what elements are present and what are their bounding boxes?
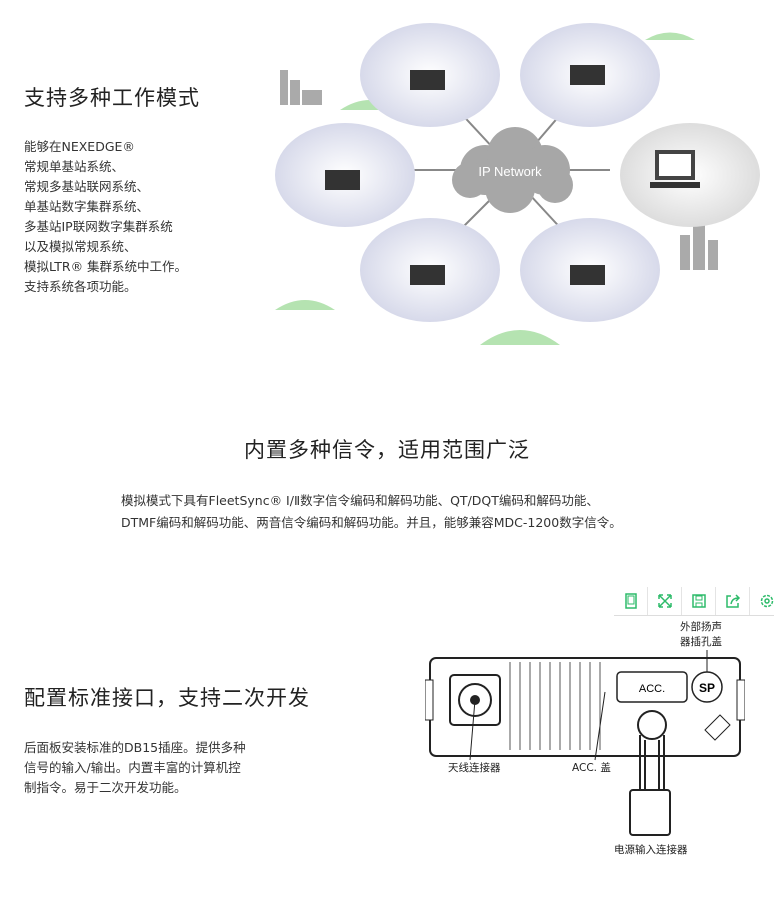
speaker-jack-label: 外部扬声器插孔盖 bbox=[680, 620, 722, 650]
image-toolbar bbox=[614, 587, 774, 616]
sp-text: SP bbox=[699, 681, 715, 695]
save-button[interactable] bbox=[682, 587, 716, 615]
label-line: 外部扬声 bbox=[680, 621, 722, 633]
tablet-icon bbox=[624, 593, 637, 609]
acc-cover-label: ACC. 盖 bbox=[572, 762, 611, 774]
text-line: 支持系统各项功能。 bbox=[24, 279, 137, 294]
network-diagram: IP Network bbox=[275, 23, 760, 345]
section1-text: 能够在NEXEDGE® 常规单基站系统、 常规多基站联网系统、 单基站数字集群系… bbox=[24, 137, 187, 297]
text-line: 常规多基站联网系统、 bbox=[24, 179, 150, 194]
text-line: 模拟LTR® 集群系统中工作。 bbox=[24, 259, 188, 274]
text-line: 模拟模式下具有FleetSync® Ⅰ/Ⅱ数字信令编码和解码功能、QT/DQT编… bbox=[121, 493, 599, 508]
share-button[interactable] bbox=[716, 587, 750, 615]
text-line: 以及模拟常规系统、 bbox=[24, 239, 137, 254]
power-connector-label: 电源输入连接器 bbox=[614, 844, 688, 856]
antenna-connector-label: 天线连接器 bbox=[448, 762, 501, 774]
section2-text: 模拟模式下具有FleetSync® Ⅰ/Ⅱ数字信令编码和解码功能、QT/DQT编… bbox=[121, 490, 622, 534]
text-line: 多基站IP联网数字集群系统 bbox=[24, 219, 173, 234]
acc-cover-text: ACC. bbox=[639, 683, 665, 695]
tablet-button[interactable] bbox=[614, 587, 648, 615]
text-line: 常规单基站系统、 bbox=[24, 159, 125, 174]
expand-icon bbox=[657, 594, 672, 608]
section1-title: 支持多种工作模式 bbox=[24, 86, 200, 110]
text-line: 制指令。易于二次开发功能。 bbox=[24, 780, 187, 795]
settings-button[interactable] bbox=[750, 587, 774, 615]
section2-title: 内置多种信令，适用范围广泛 bbox=[244, 438, 530, 462]
section3-text: 后面板安装标准的DB15插座。提供多种 信号的输入/输出。内置丰富的计算机控 制… bbox=[24, 738, 246, 798]
text-line: 单基站数字集群系统、 bbox=[24, 199, 150, 214]
label-line: 器插孔盖 bbox=[680, 636, 722, 648]
section3-title: 配置标准接口，支持二次开发 bbox=[24, 686, 310, 710]
expand-button[interactable] bbox=[648, 587, 682, 615]
gear-icon bbox=[760, 594, 773, 608]
radio-rear-panel-diagram: ACC. SP bbox=[425, 650, 745, 836]
text-line: 信号的输入/输出。内置丰富的计算机控 bbox=[24, 760, 241, 775]
text-line: 能够在NEXEDGE® bbox=[24, 139, 135, 154]
share-icon bbox=[725, 594, 740, 608]
cloud-label: IP Network bbox=[478, 164, 542, 179]
text-line: 后面板安装标准的DB15插座。提供多种 bbox=[24, 740, 246, 755]
text-line: DTMF编码和解码功能、两音信令编码和解码功能。并且，能够兼容MDC-1200数… bbox=[121, 515, 622, 530]
save-icon bbox=[691, 594, 706, 608]
